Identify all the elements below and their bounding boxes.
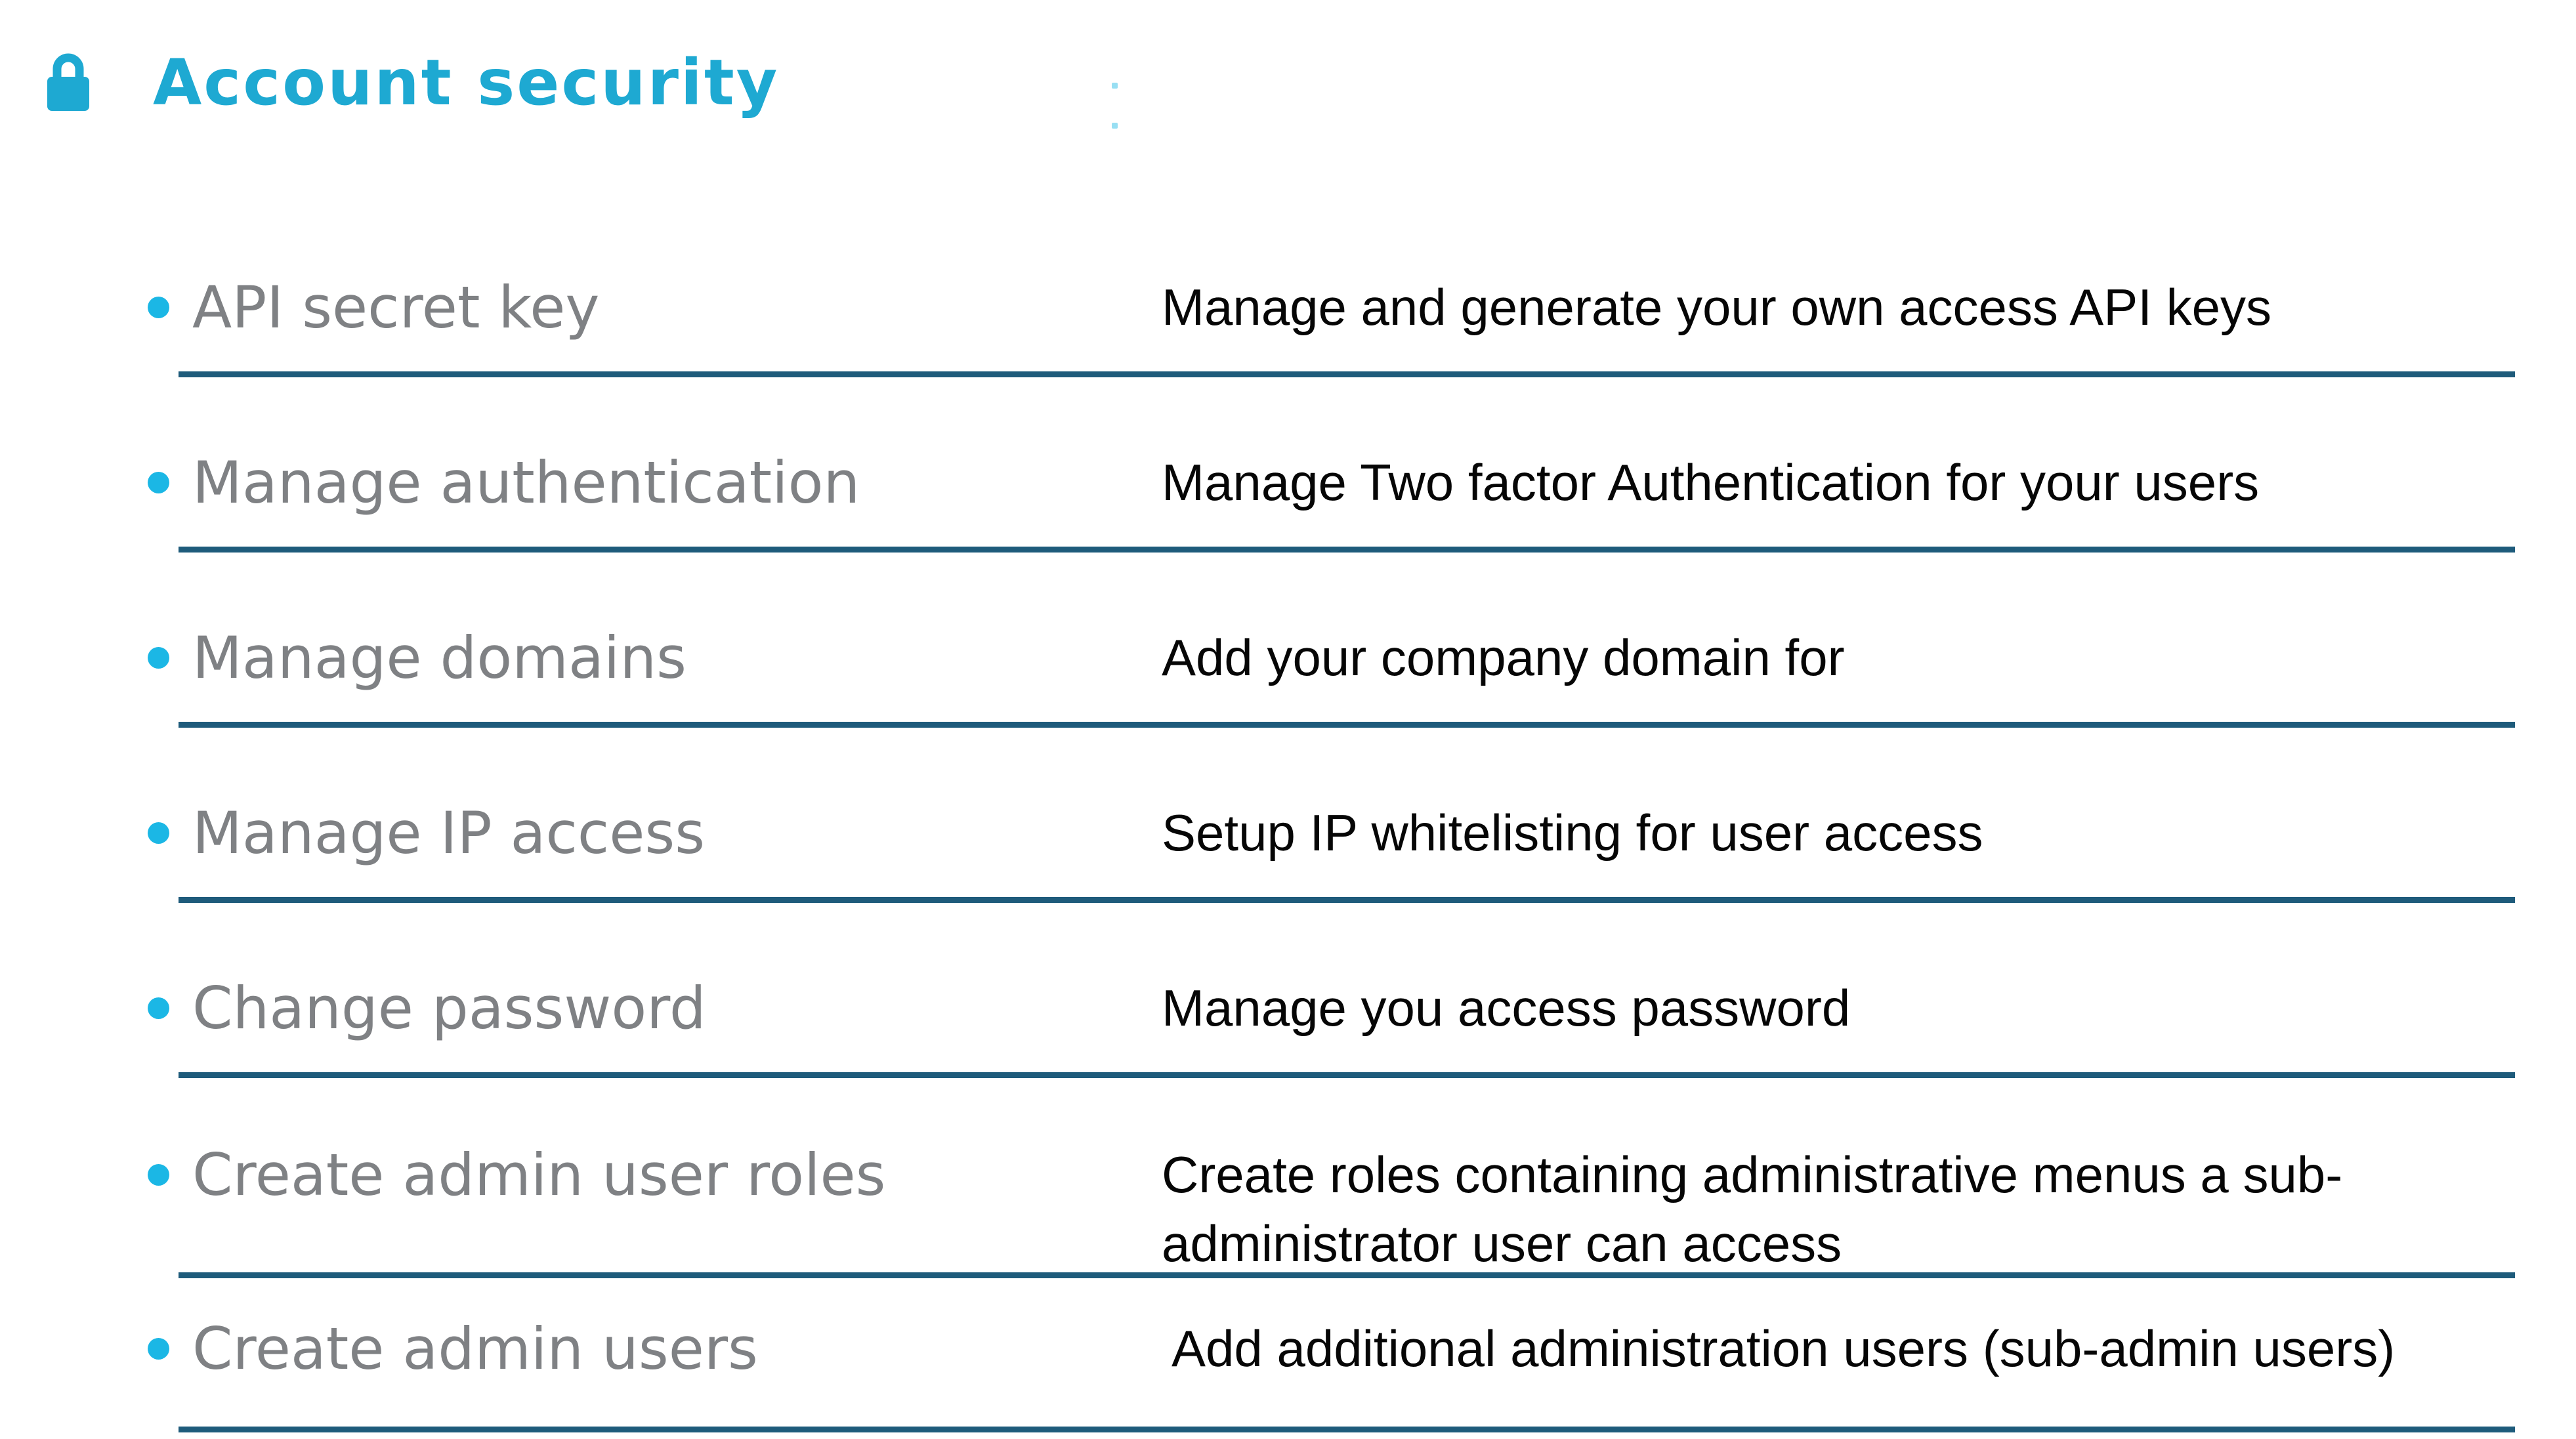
row-change-password: Change password Manage you access passwo… [0, 903, 2576, 1078]
feature-label[interactable]: Create admin user roles [192, 1141, 886, 1209]
bullet-icon [148, 997, 169, 1019]
feature-label[interactable]: Create admin users [192, 1315, 758, 1383]
feature-label[interactable]: Manage authentication [192, 449, 860, 516]
feature-label[interactable]: Manage domains [192, 624, 686, 692]
feature-cell: Manage IP access [0, 799, 1162, 867]
feature-description: Add your company domain for [1162, 629, 1845, 686]
lock-icon [46, 52, 91, 114]
feature-description: Manage Two factor Authentication for you… [1162, 453, 2260, 511]
row-manage-ip-access: Manage IP access Setup IP whitelisting f… [0, 728, 2576, 903]
bullet-icon [148, 472, 169, 493]
row-manage-domains: Manage domains Add your company domain f… [0, 553, 2576, 728]
feature-cell: API secret key [0, 273, 1162, 342]
feature-cell: Manage authentication [0, 448, 1162, 517]
feature-cell: Change password [0, 974, 1162, 1043]
row-manage-authentication: Manage authentication Manage Two factor … [0, 377, 2576, 553]
feature-cell: Manage domains [0, 623, 1162, 692]
feature-description: Manage and generate your own access API … [1162, 278, 2272, 336]
feature-label[interactable]: Change password [192, 974, 706, 1042]
bullet-icon [148, 1338, 169, 1360]
bullet-icon [148, 647, 169, 669]
colon-artifact [1112, 83, 1118, 129]
bullet-icon [148, 822, 169, 844]
bullet-icon [148, 297, 169, 318]
feature-label[interactable]: Manage IP access [192, 799, 706, 867]
page-header: Account security [46, 46, 779, 119]
feature-description: Setup IP whitelisting for user access [1162, 804, 1983, 862]
feature-cell: Create admin users [0, 1314, 1162, 1383]
security-feature-list: API secret key Manage and generate your … [0, 202, 2576, 1432]
feature-description: Manage you access password [1162, 979, 1851, 1037]
row-create-admin-users: Create admin users Add additional admini… [0, 1278, 2576, 1432]
feature-description: Create roles containing administrative m… [1162, 1146, 2343, 1272]
row-api-secret-key: API secret key Manage and generate your … [0, 202, 2576, 377]
page-title: Account security [153, 46, 780, 119]
feature-description: Add additional administration users (sub… [1172, 1320, 2396, 1377]
row-create-admin-user-roles: Create admin user roles Create roles con… [0, 1078, 2576, 1278]
bullet-icon [148, 1164, 169, 1186]
feature-cell: Create admin user roles [0, 1140, 1162, 1209]
feature-label[interactable]: API secret key [192, 274, 600, 341]
